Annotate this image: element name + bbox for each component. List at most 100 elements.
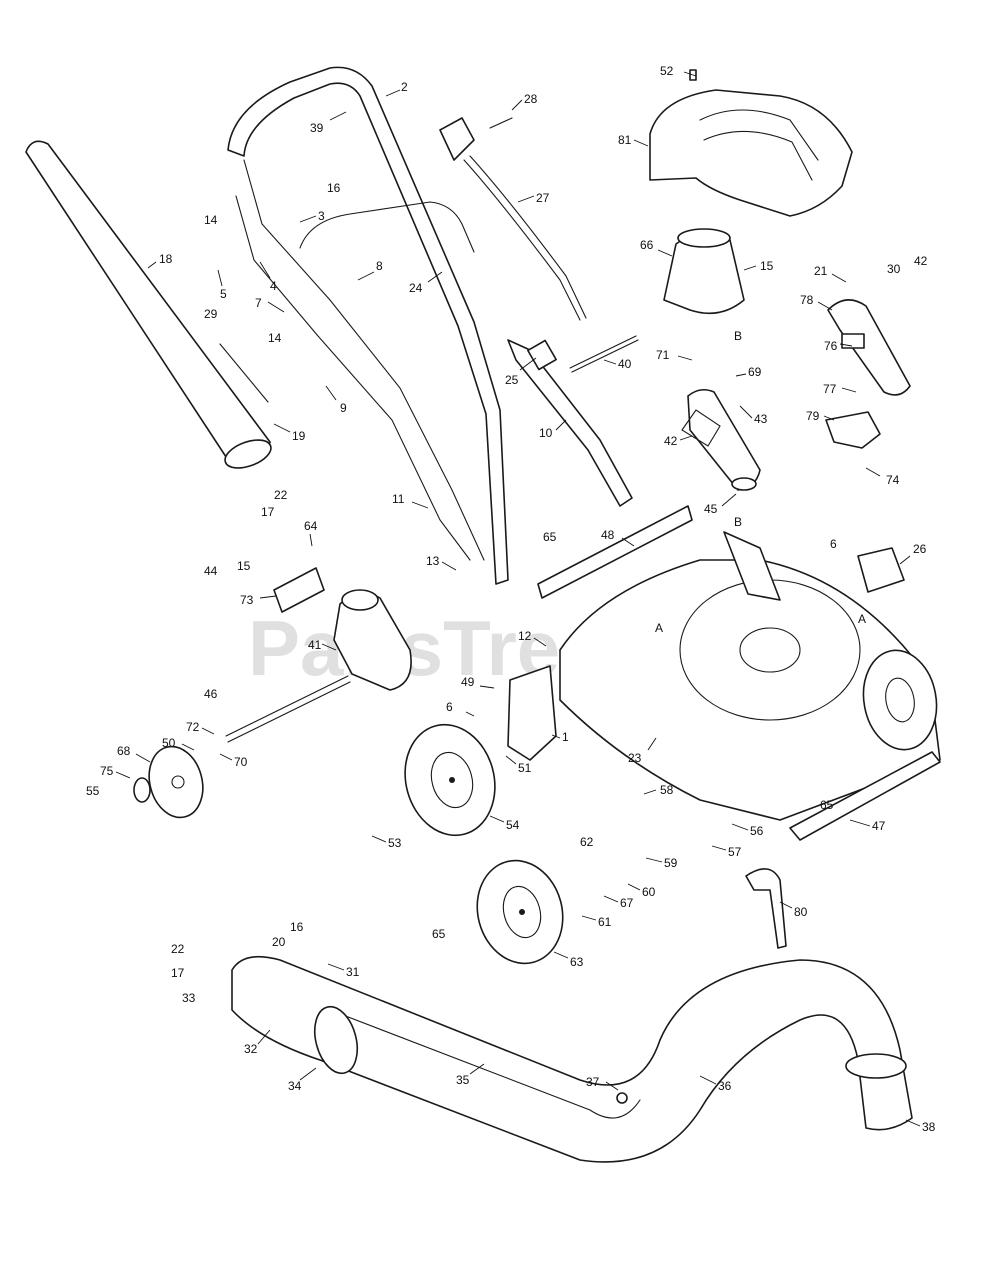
- svg-text:22: 22: [171, 942, 185, 956]
- svg-text:75: 75: [100, 764, 114, 778]
- callout-36: 36: [699, 1075, 732, 1093]
- callout-38: 38: [905, 1119, 936, 1134]
- callout-24: 24: [409, 271, 443, 295]
- svg-text:39: 39: [310, 121, 324, 135]
- svg-text:69: 69: [748, 365, 762, 379]
- callout-74: 74: [865, 467, 900, 487]
- svg-text:4: 4: [270, 279, 277, 293]
- wheel-63-part: [476, 859, 564, 965]
- callout-58: 58: [643, 783, 674, 797]
- svg-text:56: 56: [750, 824, 764, 838]
- svg-text:19: 19: [292, 429, 306, 443]
- callout-75: 75: [100, 764, 131, 779]
- callout-1: 1: [551, 730, 569, 744]
- callout-45: 45: [704, 493, 737, 516]
- engine-shroud-part: [649, 69, 853, 217]
- lower-handle-part: [507, 339, 633, 507]
- callout-43: 43: [739, 405, 768, 426]
- svg-text:14: 14: [204, 213, 218, 227]
- svg-text:50: 50: [162, 736, 176, 750]
- svg-text:17: 17: [261, 505, 275, 519]
- svg-text:64: 64: [304, 519, 318, 533]
- view-letter-b-belt: B: [734, 515, 742, 529]
- svg-text:47: 47: [872, 819, 886, 833]
- chute-arm-part: [745, 868, 787, 949]
- svg-text:20: 20: [272, 935, 286, 949]
- svg-text:32: 32: [244, 1042, 258, 1056]
- callout-21: 21: [814, 264, 847, 283]
- deck-part: [537, 505, 941, 821]
- svg-text:49: 49: [461, 675, 475, 689]
- svg-text:52: 52: [660, 64, 674, 78]
- callout-25: 25: [505, 357, 537, 387]
- svg-text:3: 3: [318, 209, 325, 223]
- wheel-54-part: [404, 723, 496, 837]
- callout-28: 28: [511, 92, 538, 111]
- svg-text:5: 5: [220, 287, 227, 301]
- callout-66: 66: [640, 238, 673, 257]
- callout-56: 56: [731, 823, 764, 838]
- svg-text:73: 73: [240, 593, 254, 607]
- callout-3: 3: [299, 209, 325, 223]
- svg-text:12: 12: [518, 629, 532, 643]
- height-bracket-part: [507, 665, 557, 761]
- callout-26: 26: [899, 542, 927, 565]
- bracket-73-part: [273, 567, 325, 613]
- skirt-part: [789, 751, 941, 841]
- callout-81: 81: [618, 133, 649, 147]
- callout-67: 67: [603, 895, 634, 910]
- callout-46: 46: [204, 687, 218, 701]
- callout-49: 49: [461, 675, 495, 689]
- svg-text:58: 58: [660, 783, 674, 797]
- svg-text:53: 53: [388, 836, 402, 850]
- callout-18: 18: [147, 252, 173, 269]
- svg-text:60: 60: [642, 885, 656, 899]
- svg-text:57: 57: [728, 845, 742, 859]
- svg-text:2: 2: [401, 80, 408, 94]
- callout-54: 54: [489, 815, 520, 832]
- callout-55: 55: [86, 784, 100, 798]
- svg-text:77: 77: [823, 382, 837, 396]
- chute-part: [663, 228, 745, 315]
- svg-text:8: 8: [376, 259, 383, 273]
- callout-13: 13: [426, 554, 457, 571]
- transmission-part: [225, 589, 412, 743]
- callout-12: 12: [518, 629, 547, 647]
- callout-5: 5: [217, 269, 227, 301]
- svg-text:16: 16: [290, 920, 304, 934]
- svg-text:65: 65: [820, 798, 834, 812]
- callout-6: 66: [446, 537, 837, 717]
- svg-text:7: 7: [255, 296, 262, 310]
- svg-text:65: 65: [543, 530, 557, 544]
- svg-text:36: 36: [718, 1079, 732, 1093]
- callout-37: 37: [586, 1075, 619, 1091]
- svg-text:33: 33: [182, 991, 196, 1005]
- callout-11: 11: [392, 492, 429, 509]
- svg-text:42: 42: [914, 254, 928, 268]
- callout-79: 79: [806, 409, 835, 423]
- callout-4: 4: [259, 261, 277, 293]
- callout-64: 64: [304, 519, 318, 547]
- belt-assembly-part: [681, 299, 911, 491]
- svg-text:45: 45: [704, 502, 718, 516]
- svg-text:28: 28: [524, 92, 538, 106]
- callout-76: 76: [824, 339, 853, 353]
- svg-text:11: 11: [392, 492, 405, 506]
- svg-text:15: 15: [760, 259, 774, 273]
- svg-text:35: 35: [456, 1073, 470, 1087]
- callout-50: 50: [162, 736, 195, 751]
- svg-text:16: 16: [327, 181, 341, 195]
- callout-68: 68: [117, 744, 151, 763]
- svg-text:40: 40: [618, 357, 632, 371]
- svg-text:61: 61: [598, 915, 612, 929]
- svg-text:51: 51: [518, 761, 532, 775]
- svg-text:78: 78: [800, 293, 814, 307]
- callout-59: 59: [645, 856, 678, 870]
- view-letter-b: B: [734, 329, 742, 343]
- callout-2: 2: [385, 80, 408, 97]
- svg-text:17: 17: [171, 966, 185, 980]
- callout-80: 80: [779, 901, 808, 919]
